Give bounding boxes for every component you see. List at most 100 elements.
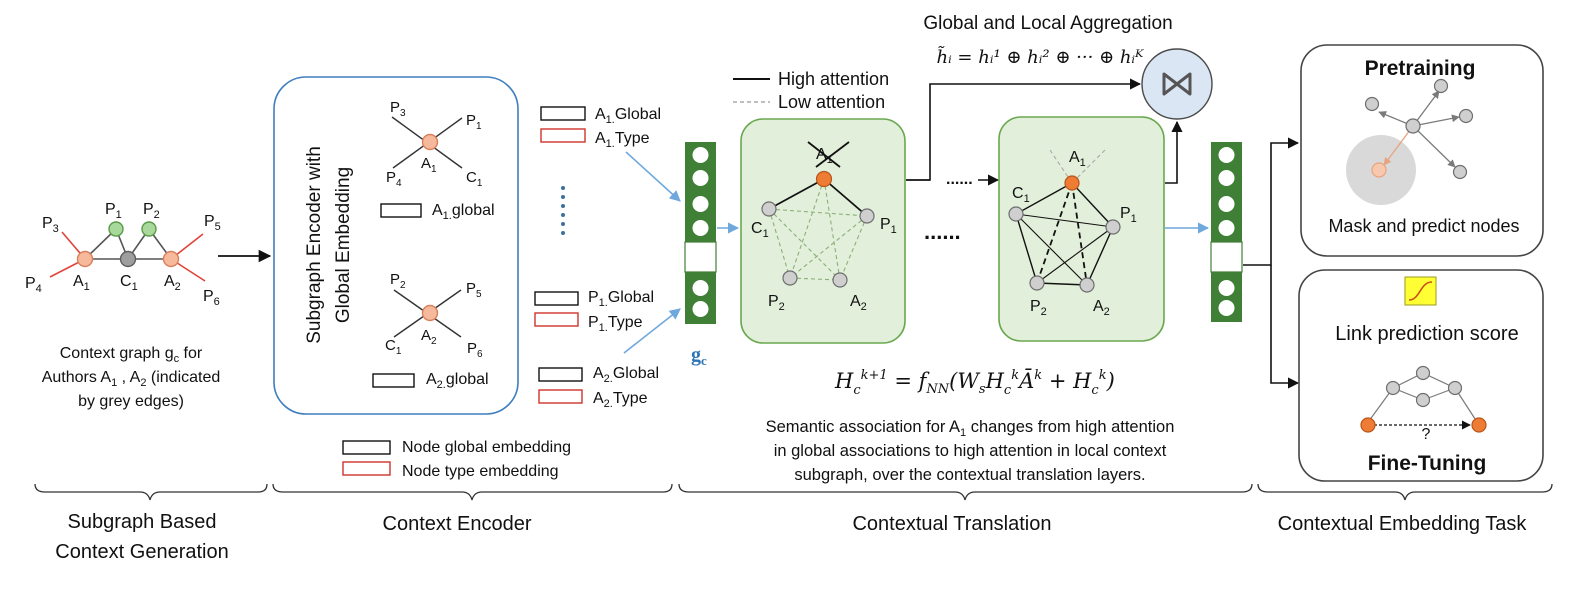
- panel2-label-a2: A2: [1093, 298, 1110, 318]
- encoder-title-line1: Subgraph Encoder with: [304, 146, 325, 344]
- section-label-encoder: Context Encoder: [383, 513, 532, 535]
- p1-global-box: [534, 291, 579, 306]
- star2-c1: C1: [385, 337, 402, 357]
- encoder-star-a2: [393, 289, 462, 338]
- encoder-box: [273, 76, 519, 415]
- legend-high-label: High attention: [778, 69, 889, 89]
- panel1-label-p2: P2: [768, 293, 785, 313]
- context-caption-line2: Authors A1 , A2 (indicated: [42, 369, 221, 389]
- label-c1: C1: [120, 273, 138, 293]
- embedding-column-gc: [684, 142, 717, 324]
- translation-formula: Hck+1 = fNN(WsHckĀk + Hck): [834, 368, 1115, 398]
- star2-p5: P5: [466, 280, 482, 300]
- star2-global-label: A2.global: [426, 371, 489, 391]
- pretraining-title: Pretraining: [1365, 57, 1476, 80]
- legend-global-label: Node global embedding: [402, 439, 571, 456]
- star1-p1: P1: [466, 112, 482, 132]
- panel2-label-c1: C1: [1012, 185, 1030, 205]
- star1-c1: C1: [466, 169, 483, 189]
- panel2-label-p2: P2: [1030, 298, 1047, 318]
- link-question-mark: ?: [1422, 426, 1431, 443]
- finetuning-graph: [1360, 365, 1487, 433]
- node-a1: [76, 250, 94, 268]
- panel1-label-p1: P1: [880, 216, 897, 236]
- panel1-label-a2: A2: [850, 293, 867, 313]
- dots-between-panels: ......: [924, 219, 961, 244]
- star1-global-label: A1.global: [432, 202, 495, 222]
- p1-type-box: [534, 312, 579, 327]
- translation-panel-1: [740, 118, 906, 344]
- encoder-title-line2: Global Embedding: [333, 167, 354, 323]
- p1-type-label: P1.Type: [588, 314, 643, 334]
- arrow-to-pretraining: [1243, 137, 1300, 266]
- sigmoid-curve-icon: [1404, 276, 1437, 306]
- label-a1: A1: [73, 273, 90, 293]
- a1-global-box: [540, 106, 586, 121]
- a2-type-label: A2.Type: [593, 390, 648, 410]
- star2-p6: P6: [467, 340, 483, 360]
- dots-mid: ......: [946, 171, 973, 188]
- context-graph: [49, 221, 206, 282]
- a2-type-box: [538, 389, 583, 404]
- panel2-graph: [1008, 149, 1121, 293]
- section-braces: [34, 483, 1553, 501]
- a1-global-label: A1.Global: [595, 106, 661, 126]
- star2-global-box: [372, 373, 415, 388]
- section-label-generation-line2: Context Generation: [55, 541, 228, 563]
- legend-low-label: Low attention: [778, 92, 885, 112]
- label-a2: A2: [164, 273, 181, 293]
- star1-p4: P4: [386, 169, 402, 189]
- a1-type-box: [540, 128, 586, 143]
- pretraining-graph: [1346, 78, 1474, 205]
- section-label-translation: Contextual Translation: [852, 513, 1051, 535]
- node-p2: [141, 221, 157, 237]
- a2-global-box: [538, 367, 583, 382]
- legend-global-box: [342, 440, 391, 455]
- node-p1: [108, 221, 124, 237]
- node-a2: [162, 250, 180, 268]
- star1-p3: P3: [390, 99, 406, 119]
- a2-global-label: A2.Global: [593, 365, 659, 385]
- node-c1: [119, 250, 137, 268]
- panel1-label-a1: A1: [816, 146, 833, 166]
- context-caption-line1: Context graph gc for: [60, 345, 203, 365]
- aggregation-title: Global and Local Aggregation: [923, 13, 1172, 34]
- label-p5: P5: [204, 213, 221, 233]
- label-p1: P1: [105, 201, 122, 221]
- label-p3: P3: [42, 215, 59, 235]
- legend-type-label: Node type embedding: [402, 463, 559, 480]
- vertical-dots: [561, 186, 565, 235]
- star2-a2: A2: [421, 327, 437, 347]
- embedding-column-output: [1210, 142, 1243, 322]
- p1-global-label: P1.Global: [588, 289, 654, 309]
- label-p6: P6: [203, 288, 220, 308]
- finetuning-title: Fine-Tuning: [1368, 452, 1487, 475]
- context-caption-line3: by grey edges): [78, 393, 184, 410]
- pretraining-caption: Mask and predict nodes: [1328, 216, 1519, 236]
- panel1-label-c1: C1: [751, 220, 769, 240]
- legend-type-box: [342, 461, 391, 476]
- arrow-to-finetuning: [1270, 265, 1300, 389]
- encoder-star-a1: [391, 116, 463, 169]
- gc-label: gc: [691, 344, 707, 368]
- arrow-panel2-to-aggregation: [1165, 120, 1183, 184]
- panel2-label-a1: A1: [1069, 149, 1086, 169]
- label-p4: P4: [25, 275, 42, 295]
- arrow-a1-to-column: [625, 151, 681, 202]
- aggregation-formula: h̃ᵢ = hᵢ¹ ⊕ hᵢ² ⊕ ··· ⊕ hᵢᴷ: [936, 45, 1145, 68]
- label-p2: P2: [143, 201, 160, 221]
- a1-type-label: A1.Type: [595, 130, 650, 150]
- bowtie-join-glyph: [1162, 72, 1192, 96]
- translation-caption-line3: subgraph, over the contextual translatio…: [794, 466, 1145, 484]
- translation-panel-2: [998, 116, 1165, 342]
- section-label-generation-line1: Subgraph Based: [67, 511, 216, 533]
- translation-caption-line2: in global associations to high attention…: [774, 442, 1167, 460]
- star1-global-box: [380, 203, 422, 218]
- star1-a1: A1: [421, 155, 437, 175]
- panel2-label-p1: P1: [1120, 205, 1137, 225]
- section-label-task: Contextual Embedding Task: [1278, 513, 1528, 535]
- translation-caption-line1: Semantic association for A1 changes from…: [766, 418, 1175, 439]
- arrow-a2-to-column: [623, 308, 681, 354]
- star2-p2: P2: [390, 271, 406, 291]
